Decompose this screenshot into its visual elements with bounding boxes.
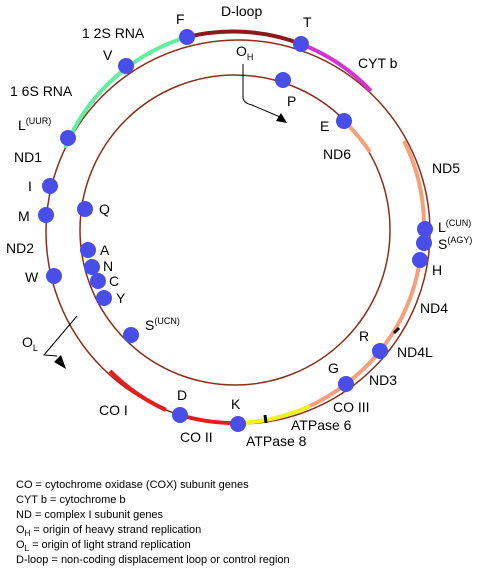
legend-co: CO = cytochrome oxidase (COX) subunit ge… (16, 479, 249, 491)
nd5-arc (402, 140, 426, 223)
label-nd4l: ND4L (397, 344, 433, 360)
atp8-atp6-marker (263, 414, 268, 424)
label-i: I (28, 178, 32, 194)
label-nd1: ND1 (14, 149, 42, 165)
nd4-nd4l-marker (392, 326, 401, 335)
inner-ring (79, 74, 391, 386)
trna-k-dot (230, 416, 246, 432)
legend-cytb: CYT b = cytochrome b (16, 494, 126, 506)
label-l-cun: L(CUN) (438, 218, 471, 235)
nd4-arc (378, 259, 422, 353)
trna-g-dot (338, 376, 354, 392)
label-m: M (18, 208, 30, 224)
trna-l-cun-dot (417, 221, 433, 237)
label-c: C (109, 273, 119, 289)
oh-arrow (242, 64, 281, 118)
trna-d-dot (172, 407, 188, 423)
label-d: D (177, 387, 187, 403)
genome-map: D-loop F T 1 2S RNA V CYT b OH 1 6S RNA … (6, 3, 472, 449)
label-s-agy: S(AGY) (438, 235, 472, 252)
label-k: K (231, 396, 241, 412)
outer-ring (45, 39, 431, 425)
legend-nd: ND = complex I subunit genes (16, 509, 164, 521)
legend-ol: OL = origin of light strand replication (16, 539, 191, 553)
rrna-arc (63, 35, 188, 149)
label-h: H (432, 262, 442, 278)
trna-f-dot (179, 29, 195, 45)
trna-h-dot (412, 252, 428, 268)
label-co3: CO III (333, 399, 370, 415)
label-t: T (303, 14, 312, 30)
ol-arrow (42, 315, 78, 357)
label-g: G (328, 360, 339, 376)
label-q: Q (99, 201, 110, 217)
label-nd3: ND3 (369, 372, 397, 388)
ol-arrow-head (54, 355, 66, 369)
trna-s-agy-dot (416, 235, 432, 251)
label-nd2: ND2 (6, 240, 34, 256)
label-atp8: ATPase 8 (246, 433, 307, 449)
trna-t-dot (293, 36, 309, 52)
dloop-arc (186, 29, 302, 46)
label-atp6: ATPase 6 (291, 417, 352, 433)
label-w: W (25, 269, 39, 285)
trna-v-dot (118, 58, 134, 74)
trna-c-dot (90, 273, 106, 289)
trna-q-dot (77, 201, 93, 217)
label-p: P (287, 93, 296, 109)
label-s-ucn: S(UCN) (145, 316, 180, 333)
trna-r-dot (372, 343, 388, 359)
legend-oh: OH = origin of heavy strand replication (16, 524, 202, 538)
label-co2: CO II (180, 429, 213, 445)
trna-e-dot (336, 113, 352, 129)
label-a: A (100, 242, 110, 258)
co1-arc (108, 369, 167, 412)
label-16s-rna: 1 6S RNA (10, 83, 73, 99)
label-nd4: ND4 (420, 300, 448, 316)
trna-w-dot (46, 268, 62, 284)
trna-l-uur-dot (60, 130, 76, 146)
trna-n-dot (84, 259, 100, 275)
label-v: V (103, 47, 113, 63)
oh-arrow-head (276, 113, 287, 123)
trna-i-dot (42, 178, 58, 194)
trna-s-ucn-dot (123, 327, 139, 343)
legend-dloop: D-loop = non-coding displacement loop or… (16, 554, 290, 566)
label-l-uur: L(UUR) (18, 116, 51, 133)
label-oh: OH (236, 43, 253, 62)
label-f: F (176, 11, 185, 27)
label-ol: OL (22, 334, 38, 353)
label-co1: CO I (99, 402, 128, 418)
legend: CO = cytochrome oxidase (COX) subunit ge… (16, 478, 476, 568)
label-nd5: ND5 (432, 160, 460, 176)
label-dloop: D-loop (221, 3, 262, 19)
label-nd6: ND6 (323, 146, 351, 162)
trna-m-dot (38, 207, 54, 223)
trna-a-dot (80, 242, 96, 258)
trna-y-dot (96, 290, 112, 306)
trna-p-dot (275, 72, 291, 88)
label-e: E (320, 118, 329, 134)
label-12s-rna: 1 2S RNA (82, 25, 145, 41)
label-n: N (103, 258, 113, 274)
label-cytb: CYT b (358, 55, 398, 71)
label-r: R (359, 328, 369, 344)
label-y: Y (116, 290, 126, 306)
